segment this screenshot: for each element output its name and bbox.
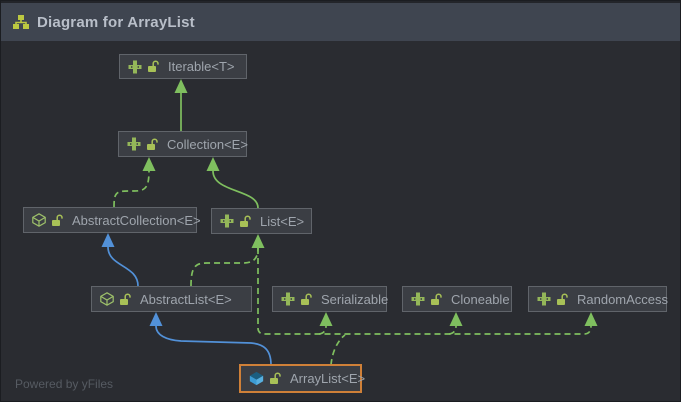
node-list[interactable]: List<E> [211, 208, 312, 234]
interface-icon [220, 214, 234, 228]
public-lock-icon [147, 60, 159, 73]
node-collection[interactable]: Collection<E> [118, 131, 248, 157]
arrowhead-serializable [319, 312, 333, 326]
public-lock-icon [556, 292, 568, 306]
edge-arraylist-connector [330, 334, 346, 366]
abstract-class-icon [32, 213, 46, 227]
node-label: Iterable<T> [168, 59, 235, 74]
public-lock-icon [119, 292, 131, 306]
diagram-canvas[interactable]: Iterable<T> Collection<E> AbstractCollec… [1, 41, 680, 401]
node-iterable[interactable]: Iterable<T> [119, 54, 247, 79]
node-random-access[interactable]: RandomAccess [528, 286, 669, 312]
public-lock-icon [239, 214, 251, 228]
edge-arraylist-to-serializable [318, 325, 327, 335]
interface-icon [537, 292, 551, 306]
edge-layer [101, 79, 598, 366]
public-lock-icon [146, 137, 158, 151]
interface-icon [281, 292, 295, 306]
edge-list-to-collection [212, 170, 259, 209]
class-icon [249, 371, 264, 386]
arrowhead-list [251, 234, 265, 248]
arrowhead-iterable [174, 79, 188, 93]
abstract-class-icon [100, 292, 114, 306]
window-title: Diagram for ArrayList [37, 13, 195, 31]
interface-icon [128, 60, 142, 74]
edge-abstractlist-to-abstractcollection [107, 246, 139, 287]
arrowhead-collection-dashed [142, 157, 156, 171]
node-label: AbstractList<E> [140, 291, 232, 307]
edge-arraylist-to-list [257, 248, 592, 335]
hierarchy-icon [13, 14, 29, 30]
node-label: RandomAccess [577, 291, 669, 307]
public-lock-icon [300, 292, 312, 306]
arrowhead-collection-solid [206, 157, 220, 171]
public-lock-icon [269, 372, 281, 385]
arrowhead-abstractlist [149, 312, 163, 326]
arrowhead-cloneable [449, 312, 463, 326]
node-label: AbstractCollection<E> [72, 212, 201, 228]
edge-abstractlist-to-list [190, 247, 259, 287]
node-label: ArrayList<E> [290, 371, 366, 386]
interface-icon [411, 292, 425, 306]
node-array-list[interactable]: ArrayList<E> [239, 364, 366, 393]
node-label: List<E> [260, 213, 305, 229]
node-serializable[interactable]: Serializable [272, 286, 389, 312]
titlebar: Diagram for ArrayList [1, 1, 680, 41]
interface-icon [127, 137, 141, 151]
edge-abstractcollection-to-collection [113, 170, 150, 208]
public-lock-icon [430, 292, 442, 306]
node-label: Cloneable [451, 291, 510, 307]
arrowhead-randomaccess [584, 312, 598, 326]
node-cloneable[interactable]: Cloneable [402, 286, 512, 312]
powered-by-yfiles: Powered by yFiles [15, 377, 114, 391]
node-abstract-collection[interactable]: AbstractCollection<E> [23, 207, 201, 233]
node-label: Collection<E> [167, 136, 248, 152]
node-label: Serializable [321, 291, 389, 307]
edge-arraylist-to-cloneable [448, 325, 457, 335]
public-lock-icon [51, 213, 63, 227]
edge-arraylist-to-abstractlist [155, 325, 272, 366]
node-abstract-list[interactable]: AbstractList<E> [91, 286, 252, 312]
arrowhead-abstractcollection [101, 233, 115, 247]
